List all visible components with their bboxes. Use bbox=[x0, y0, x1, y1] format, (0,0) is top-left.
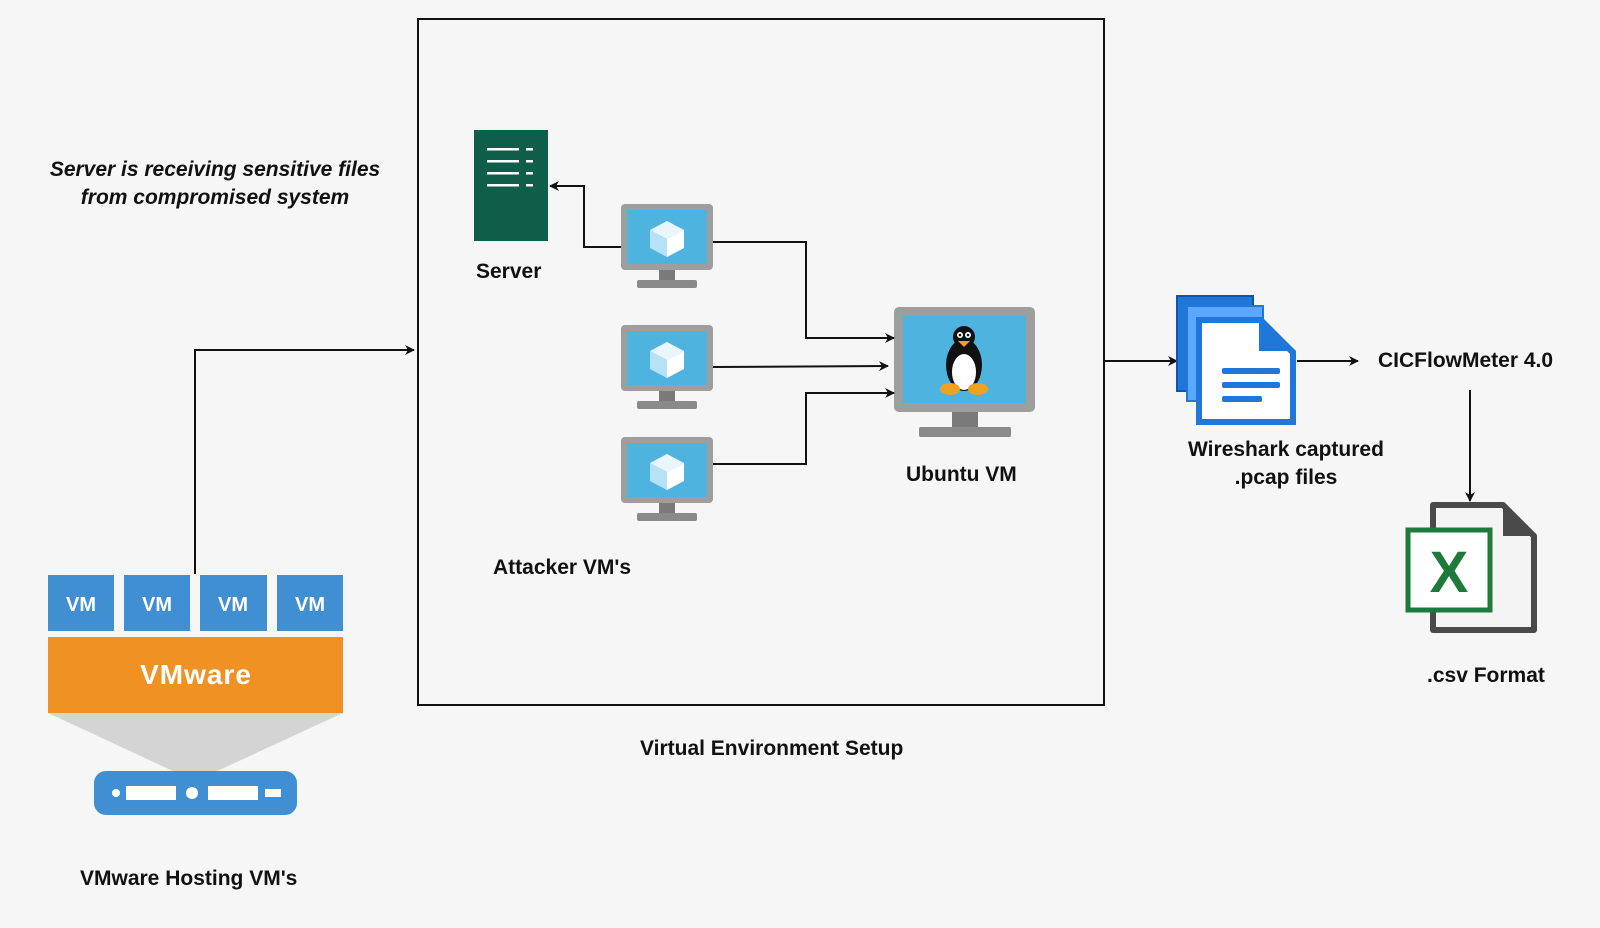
annotation-note: Server is receiving sensitive files from… bbox=[20, 156, 410, 212]
vm-tile-label: VM bbox=[218, 594, 248, 616]
csv-format-label: .csv Format bbox=[1427, 664, 1545, 687]
vmware-hosting-label: VMware Hosting VM's bbox=[80, 867, 298, 890]
excel-file-icon: X bbox=[1405, 502, 1537, 633]
wireshark-label-line: .pcap files bbox=[1234, 466, 1338, 489]
linux-penguin-icon bbox=[940, 326, 988, 395]
vmware-banner-label: VMware bbox=[140, 659, 252, 690]
attacker-monitor-icon bbox=[621, 204, 713, 288]
server-rack-icon bbox=[94, 771, 297, 815]
vm-tile bbox=[200, 575, 267, 631]
attacker2-to-ubuntu-arrow bbox=[712, 361, 889, 372]
attacker1-to-ubuntu-arrow bbox=[713, 241, 895, 343]
attacker-to-server-arrow bbox=[549, 181, 621, 248]
ubuntu-monitor-icon bbox=[894, 307, 1035, 437]
annotation-line: Server is receiving sensitive files bbox=[49, 158, 381, 181]
vmware-to-environment-arrow bbox=[194, 345, 415, 574]
vm-tile bbox=[124, 575, 190, 631]
cicflowmeter-label: CICFlowMeter 4.0 bbox=[1378, 349, 1554, 372]
attacker3-to-ubuntu-arrow bbox=[713, 388, 895, 465]
server-label: Server bbox=[476, 260, 542, 283]
annotation-line: from compromised system bbox=[80, 186, 350, 209]
attacker-monitor-icon bbox=[621, 437, 713, 521]
vm-tile-label: VM bbox=[295, 594, 325, 616]
vmware-banner bbox=[48, 637, 343, 713]
vm-tile bbox=[48, 575, 114, 631]
wireshark-label-line: Wireshark captured bbox=[1188, 438, 1384, 461]
wireshark-label: Wireshark captured .pcap files bbox=[1166, 436, 1406, 492]
environment-label: Virtual Environment Setup bbox=[640, 737, 904, 760]
attacker-vms-label: Attacker VM's bbox=[493, 556, 632, 579]
document-stack-icon bbox=[1176, 295, 1296, 425]
ubuntu-vm-label: Ubuntu VM bbox=[906, 463, 1017, 486]
attacker-monitor-icon bbox=[621, 325, 713, 409]
vm-tile bbox=[277, 575, 343, 631]
vm-tile-label: VM bbox=[66, 594, 96, 616]
excel-letter: X bbox=[1430, 540, 1469, 605]
vmware-stack: VM VM VM VM VMware bbox=[48, 575, 343, 815]
vm-tile-label: VM bbox=[142, 594, 172, 616]
server-icon bbox=[474, 130, 548, 241]
